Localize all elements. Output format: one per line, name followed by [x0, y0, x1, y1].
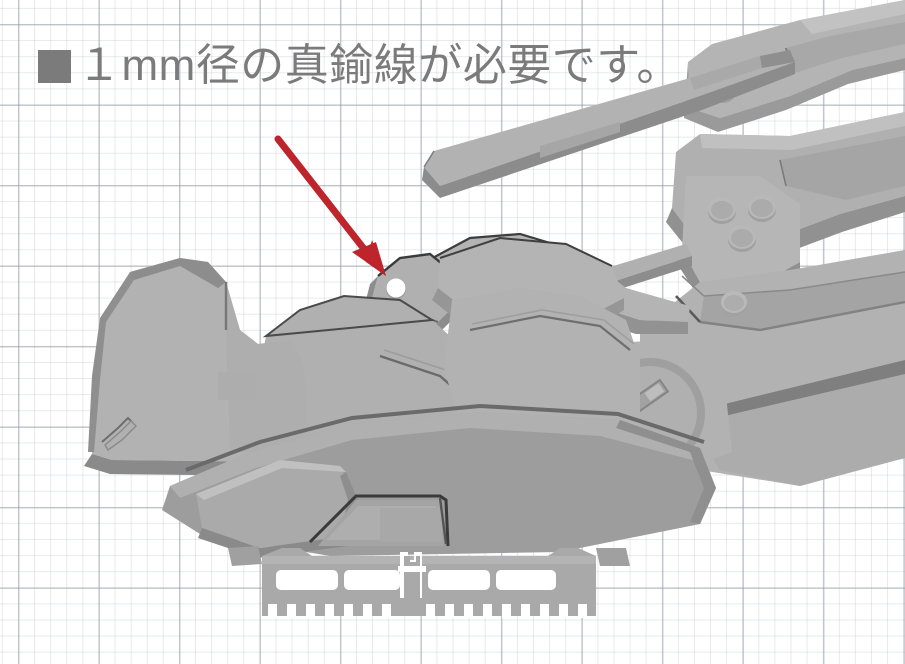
long-beam [422, 50, 795, 198]
hull-underside-bits [228, 546, 630, 566]
lower-hull [162, 403, 716, 558]
vent-slot [101, 416, 137, 452]
base-rack [262, 548, 596, 618]
annotation-label: １mm径の真鍮線が必要です。 [77, 41, 681, 90]
callout-arrow [274, 135, 386, 276]
bullet-square-icon [38, 49, 71, 83]
hull-recess [308, 494, 450, 547]
left-fin-plate [84, 258, 308, 476]
annotation-callout: １mm径の真鍮線が必要です。 [38, 44, 681, 88]
